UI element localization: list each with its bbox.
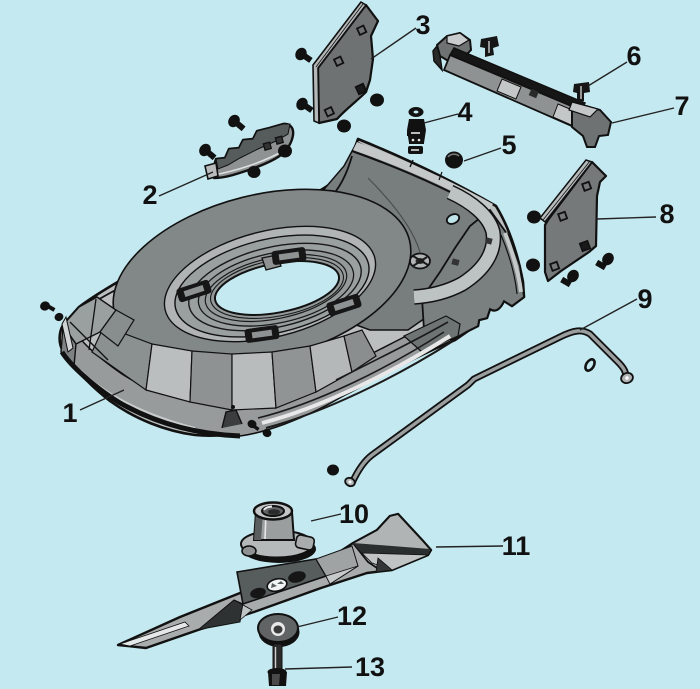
svg-text:8: 8 xyxy=(659,199,674,229)
svg-text:10: 10 xyxy=(339,499,369,529)
svg-text:7: 7 xyxy=(674,91,689,121)
svg-text:5: 5 xyxy=(501,130,516,160)
svg-text:3: 3 xyxy=(415,10,430,40)
svg-text:2: 2 xyxy=(142,180,157,210)
svg-text:4: 4 xyxy=(457,97,472,127)
svg-text:6: 6 xyxy=(626,41,641,71)
svg-text:11: 11 xyxy=(502,531,531,561)
svg-text:13: 13 xyxy=(355,652,385,682)
svg-text:12: 12 xyxy=(337,601,367,631)
svg-text:1: 1 xyxy=(62,398,77,428)
svg-text:9: 9 xyxy=(637,284,652,314)
